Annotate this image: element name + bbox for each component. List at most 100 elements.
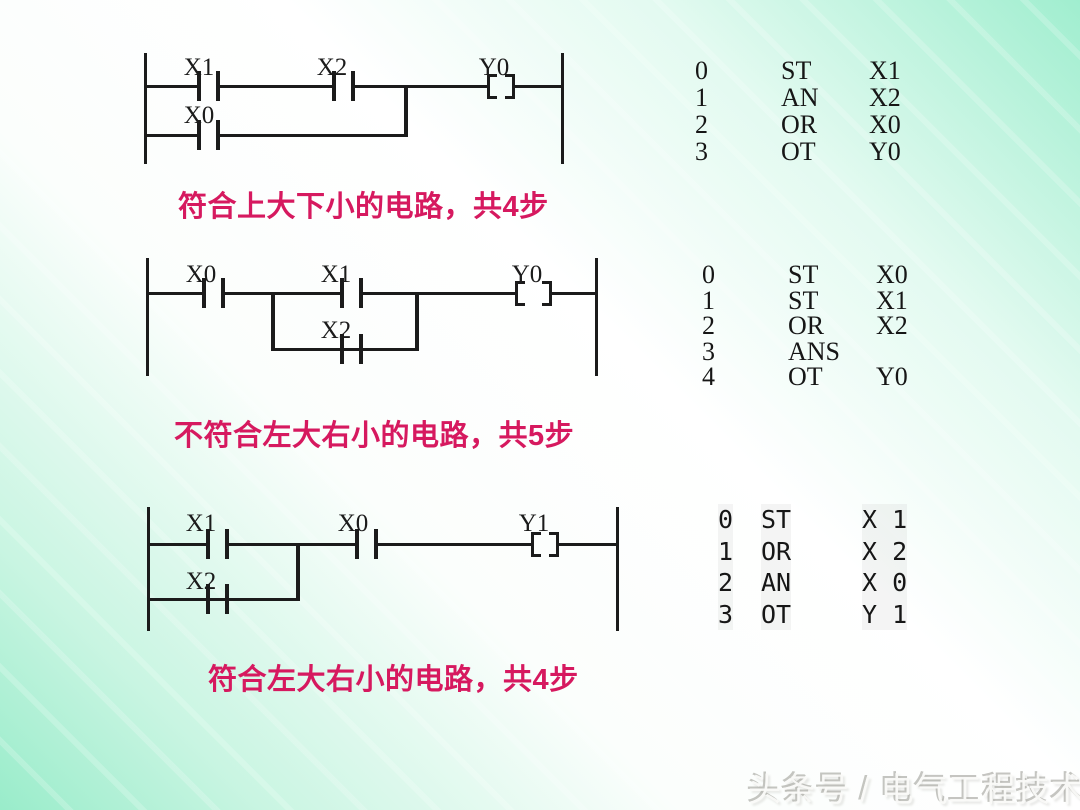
instruction-row: 2 OR X2	[702, 313, 932, 339]
wire	[225, 292, 340, 295]
contact-bar	[340, 334, 344, 364]
contact-label: X0	[185, 261, 217, 288]
instruction-step: 2	[702, 311, 715, 340]
contact-bar	[216, 120, 220, 150]
contact-bar	[206, 529, 210, 559]
instruction-step: 2	[695, 110, 708, 139]
instruction-step: 4	[702, 362, 715, 391]
caption-3: 符合左大右小的电路，共4步	[208, 664, 579, 696]
coil-left-bracket-icon	[487, 74, 497, 99]
instruction-opcode: AN	[761, 567, 792, 599]
right-rail	[595, 258, 598, 376]
wire	[150, 543, 206, 546]
instruction-operand: Y 1	[862, 598, 908, 630]
coil-label: Y0	[478, 54, 510, 81]
wire	[220, 134, 408, 137]
left-rail	[147, 507, 150, 631]
instruction-opcode: AN	[781, 83, 819, 112]
junction-wire	[296, 543, 300, 601]
instruction-row: 1 ST X1	[702, 285, 932, 315]
instruction-row: 0 ST X0	[702, 262, 932, 288]
instruction-operand: Y0	[869, 137, 901, 166]
wire	[363, 292, 515, 295]
contact-bar	[221, 278, 225, 308]
contact-bar	[206, 584, 210, 614]
instruction-opcode: OT	[788, 362, 823, 391]
instruction-operand: X2	[869, 83, 901, 112]
instruction-operand: X1	[876, 285, 908, 315]
right-rail	[616, 507, 619, 631]
contact-label: X2	[316, 54, 348, 81]
instruction-row: 1 OR X 2	[718, 535, 948, 567]
instruction-operand: X 2	[862, 535, 908, 567]
left-rail	[146, 258, 149, 376]
instruction-step: 0	[702, 260, 715, 289]
instruction-step: 1	[702, 285, 715, 315]
right-rail	[561, 53, 564, 164]
contact-label: X2	[320, 317, 352, 344]
instruction-operand: X2	[876, 311, 908, 340]
instruction-opcode: ST	[761, 504, 792, 536]
instruction-step: 0	[695, 56, 708, 85]
instruction-opcode: ST	[788, 285, 819, 315]
instruction-operand: X0	[876, 260, 908, 289]
contact-bar	[359, 278, 363, 308]
instruction-step: 0	[718, 504, 734, 536]
left-rail	[144, 53, 147, 164]
coil-right-bracket-icon	[542, 281, 552, 306]
contact-bar	[197, 71, 201, 101]
instruction-operand: X 0	[862, 567, 908, 599]
instruction-opcode: ST	[781, 56, 812, 85]
instruction-opcode: OT	[781, 137, 816, 166]
instruction-row: 4 OT Y0	[702, 364, 932, 390]
instruction-operand: Y0	[876, 362, 908, 391]
instruction-opcode: OR	[788, 311, 825, 340]
wire	[147, 85, 197, 88]
coil-right-bracket-icon	[549, 532, 559, 557]
junction-wire	[271, 292, 275, 351]
contact-label: X0	[183, 102, 215, 129]
contact-bar	[374, 529, 378, 559]
wire	[147, 134, 197, 137]
coil-right-bracket-icon	[505, 74, 515, 99]
junction-wire	[415, 292, 419, 351]
contact-bar	[359, 334, 363, 364]
wire	[378, 543, 531, 546]
contact-label: X2	[185, 568, 217, 595]
contact-bar	[355, 529, 359, 559]
contact-bar	[202, 278, 206, 308]
wire	[271, 348, 419, 351]
coil-left-bracket-icon	[515, 281, 525, 306]
contact-label: X1	[185, 510, 217, 537]
contact-label: X1	[183, 54, 215, 81]
coil-label: Y0	[511, 261, 543, 288]
wire	[515, 85, 561, 88]
wire	[559, 543, 616, 546]
instruction-row: 3 OT Y0	[695, 138, 925, 165]
instruction-opcode: OT	[761, 598, 792, 630]
contact-label: X1	[320, 261, 352, 288]
instruction-step: 3	[695, 137, 708, 166]
contact-bar	[225, 584, 229, 614]
instruction-operand	[876, 339, 932, 365]
wire	[229, 543, 355, 546]
instruction-step: 1	[718, 535, 734, 567]
watermark: 头条号 / 电气工程技术	[748, 771, 1080, 808]
coil-left-bracket-icon	[531, 532, 541, 557]
contact-label: X0	[337, 510, 369, 537]
instruction-opcode: ST	[788, 260, 819, 289]
contact-bar	[216, 71, 220, 101]
junction-wire	[404, 85, 408, 137]
instruction-opcode: OR	[761, 535, 792, 567]
caption-1: 符合上大下小的电路，共4步	[178, 191, 549, 223]
